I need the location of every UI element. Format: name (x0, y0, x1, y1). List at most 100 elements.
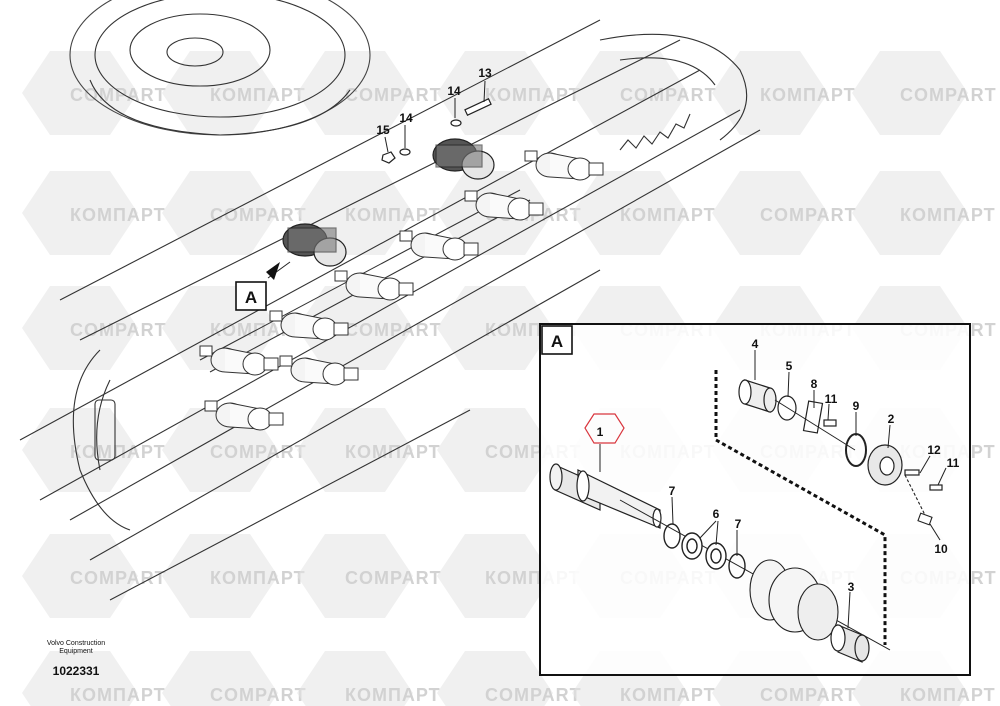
watermark-tile: КОМПАРТ (162, 51, 306, 135)
callout-5: 5 (786, 359, 793, 373)
watermark-text: COMPART (345, 568, 442, 588)
watermark-text: COMPART (900, 85, 997, 105)
watermark-tile: COMPART (162, 651, 307, 706)
upper-subassembly (738, 379, 856, 451)
track-roller (279, 355, 359, 386)
watermark-text: COMPART (485, 685, 582, 705)
watermark-text: КОМПАРТ (345, 205, 441, 225)
callout-4: 4 (752, 337, 759, 351)
bushing-part (830, 624, 870, 663)
callout-1: 1 (597, 425, 604, 439)
watermark-tile: КОМПАРТ (297, 651, 441, 706)
watermark-tile: КОМПАРТ (22, 408, 166, 492)
watermark-tile: COMPART (162, 408, 307, 492)
roller-upper-highlight (432, 138, 495, 180)
callout-10: 10 (934, 542, 948, 556)
watermark-tile: КОМПАРТ (297, 408, 441, 492)
watermark-text: КОМПАРТ (70, 442, 166, 462)
mount-hardware (381, 97, 492, 164)
watermark-text: КОМПАРТ (900, 685, 996, 705)
callout-14-lower: 14 (399, 111, 413, 125)
manufacturer-line-1: Volvo Construction (46, 640, 106, 647)
callout-3: 3 (848, 580, 855, 594)
assembly-boundary (714, 370, 887, 645)
callout-11-upper: 11 (825, 392, 838, 406)
watermark-tile: КОМПАРТ (22, 651, 166, 706)
watermark-text: COMPART (345, 320, 442, 340)
watermark-text: КОМПАРТ (620, 685, 716, 705)
shaft-part (549, 463, 891, 651)
track-roller (204, 400, 284, 431)
watermark-tile: COMPART (852, 51, 997, 135)
watermark-tile: COMPART (22, 286, 167, 370)
roller-a (282, 223, 347, 267)
track-roller (399, 230, 479, 261)
watermark-text: COMPART (210, 442, 307, 462)
watermark-tile: КОМПАРТ (852, 171, 996, 255)
watermark-text: КОМПАРТ (345, 442, 441, 462)
detail-a-marker: A (235, 262, 280, 311)
track-roller (524, 150, 604, 181)
watermark-text: КОМПАРТ (210, 85, 306, 105)
watermark-tile: COMPART (297, 51, 442, 135)
watermark-tile: COMPART (572, 51, 717, 135)
watermark-text: КОМПАРТ (70, 685, 166, 705)
watermark-text: КОМПАРТ (345, 685, 441, 705)
watermark-tile: КОМПАРТ (572, 171, 716, 255)
watermark-tile: КОМПАРТ (712, 51, 856, 135)
manufacturer-line-2: Equipment (59, 648, 93, 655)
track-rollers (199, 150, 604, 431)
callout-7-right: 7 (735, 517, 742, 531)
watermark-tile: КОМПАРТ (22, 171, 166, 255)
callout-15: 15 (376, 123, 390, 137)
watermark-text: COMPART (760, 685, 857, 705)
watermark-text: COMPART (70, 85, 167, 105)
watermark-tile: КОМПАРТ (437, 51, 581, 135)
track-roller (199, 345, 279, 376)
watermark-text: КОМПАРТ (70, 205, 166, 225)
watermark-text: COMPART (210, 685, 307, 705)
fitting-part (904, 474, 933, 526)
callout-13: 13 (478, 66, 492, 80)
detail-a-panel: A (539, 323, 971, 676)
callout-6: 6 (713, 507, 720, 521)
track-roller (334, 270, 414, 301)
watermark-tile: COMPART (22, 534, 166, 618)
detail-a-marker-label: A (245, 288, 257, 307)
watermark-text: COMPART (620, 85, 717, 105)
undercarriage-drawing (19, 0, 761, 601)
roller-body (749, 559, 839, 641)
callout-12: 12 (927, 443, 941, 457)
flange-part (867, 444, 943, 491)
watermark-tile: COMPART (297, 534, 442, 618)
callout-9: 9 (853, 399, 860, 413)
detail-a-panel-label: A (551, 332, 563, 351)
detail-leaders (599, 350, 947, 629)
watermark-tile: COMPART (297, 286, 442, 370)
watermark-text: COMPART (345, 85, 442, 105)
drawing-number: 1022331 (52, 664, 100, 678)
callout-8: 8 (811, 377, 818, 391)
callout-11-lower: 11 (947, 456, 960, 470)
watermark-text: COMPART (760, 205, 857, 225)
callout-2: 2 (888, 412, 895, 426)
track-roller (269, 310, 349, 341)
watermark-tile: COMPART (22, 51, 167, 135)
watermark-text: КОМПАРТ (210, 568, 306, 588)
callout-14-upper: 14 (447, 84, 461, 98)
callout-7-left: 7 (669, 484, 676, 498)
seal-parts (663, 523, 746, 579)
watermark-tile: COMPART (437, 651, 582, 706)
track-roller (464, 190, 544, 221)
watermark-tile: COMPART (712, 171, 857, 255)
drawing-footer: Volvo Construction Equipment 1022331 (26, 640, 126, 678)
watermark-text: КОМПАРТ (485, 85, 581, 105)
watermark-tile: КОМПАРТ (162, 534, 306, 618)
watermark-text: КОМПАРТ (620, 205, 716, 225)
watermark-text: КОМПАРТ (760, 85, 856, 105)
callout-1-highlight (584, 413, 625, 444)
watermark-text: COMPART (70, 320, 167, 340)
watermark-text: КОМПАРТ (900, 205, 996, 225)
